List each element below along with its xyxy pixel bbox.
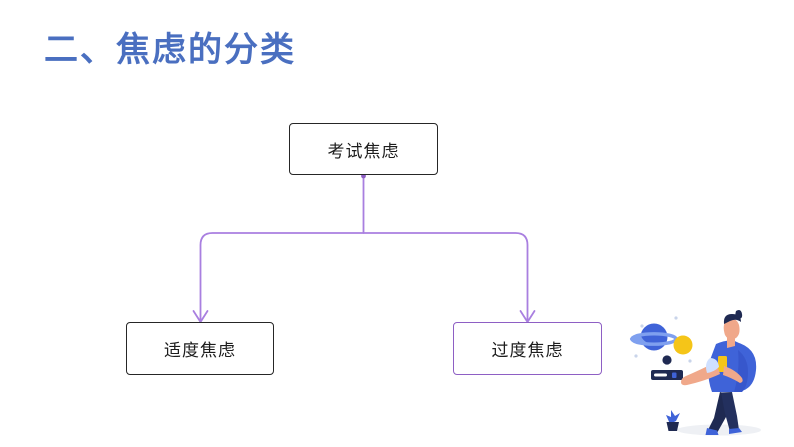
diagram-node-right-label: 过度焦虑 <box>491 341 564 360</box>
person-front-leg <box>721 392 739 432</box>
diagram-node-root[interactable]: 考试焦虑 <box>289 123 438 175</box>
sparkle-dot <box>688 359 692 363</box>
sparkle-dot <box>674 316 678 320</box>
person-holding-device-illustration <box>629 310 761 436</box>
person-head <box>723 318 740 340</box>
arrowhead-right <box>519 310 536 323</box>
navy-dot <box>662 355 672 365</box>
sparkle-dot <box>634 354 638 358</box>
person-hair-tuft <box>735 310 743 319</box>
diagram-node-left[interactable]: 适度焦虑 <box>126 322 274 375</box>
diagram-node-right[interactable]: 过度焦虑 <box>453 322 602 375</box>
person-front-shoe <box>729 428 742 434</box>
sparkle-dot <box>640 324 644 328</box>
page-title: 二、焦虑的分类 <box>44 31 296 69</box>
planet-icon <box>629 323 678 351</box>
connector-bracket <box>199 232 529 323</box>
person-back-shoe <box>705 428 719 435</box>
diagram-node-root-label: 考试焦虑 <box>327 141 400 161</box>
diagram-node-left-label: 适度焦虑 <box>164 341 236 360</box>
ground-shadow <box>677 424 761 436</box>
arrowhead-left <box>192 310 209 323</box>
sun-icon <box>673 335 693 355</box>
person-arm-bent <box>723 366 743 383</box>
device-card <box>651 370 683 380</box>
person-sleeve <box>706 358 719 373</box>
potted-plant-icon <box>666 410 680 431</box>
